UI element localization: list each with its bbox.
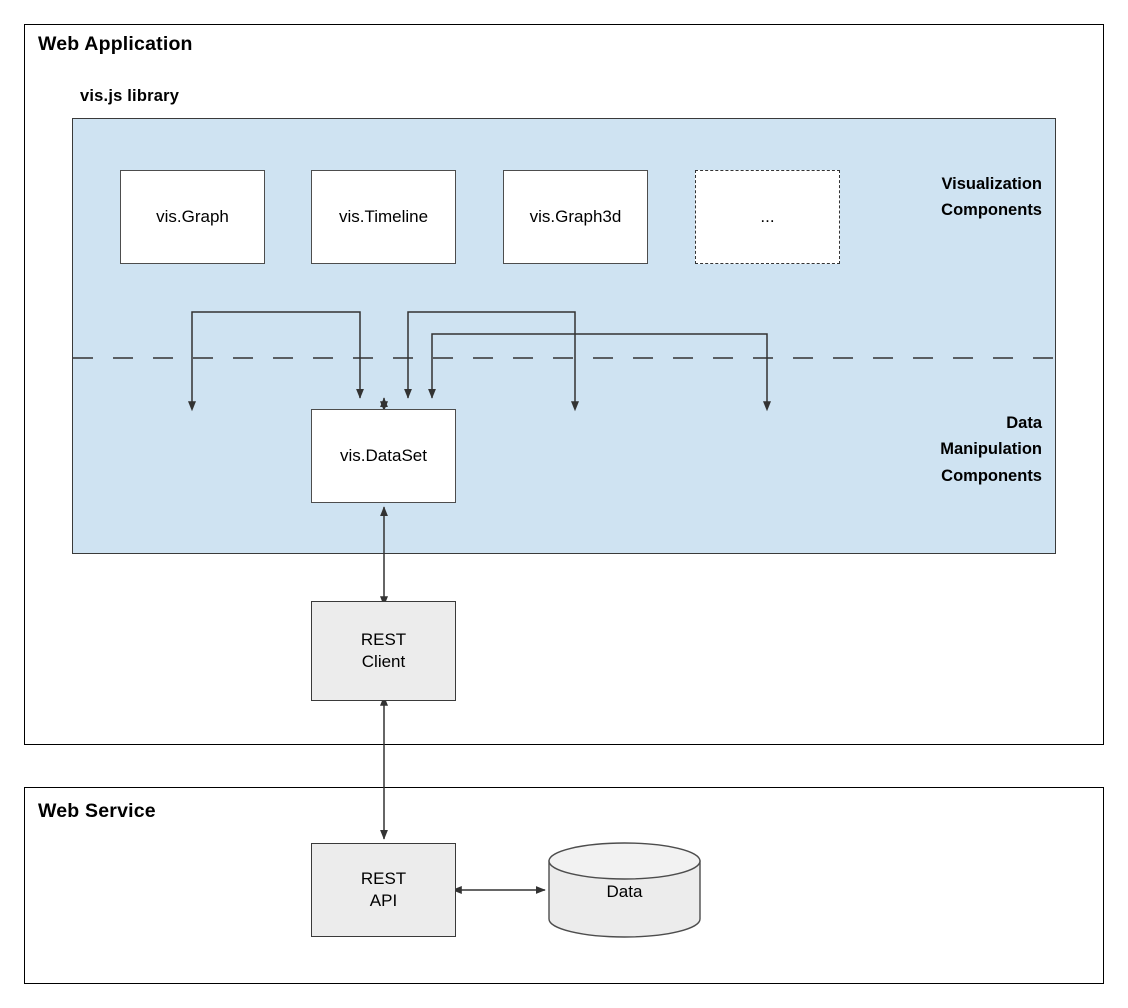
node-vis-graph3d[interactable]: vis.Graph3d [503,170,648,264]
node-rest-client[interactable]: REST Client [311,601,456,701]
node-data-store-label: Data [606,882,643,901]
node-vis-graph[interactable]: vis.Graph [120,170,265,264]
web-application-title: Web Application [38,33,193,55]
node-vis-dataset[interactable]: vis.DataSet [311,409,456,503]
node-ellipsis-placeholder[interactable]: ... [695,170,840,264]
label-visualization-components: Visualization Components [941,175,1042,220]
node-rest-api[interactable]: REST API [311,843,456,937]
label-data-manipulation-components: Data Manipulation Components [940,414,1042,485]
web-service-title: Web Service [38,800,156,822]
node-vis-timeline[interactable]: vis.Timeline [311,170,456,264]
vis-library-title: vis.js library [80,87,180,105]
